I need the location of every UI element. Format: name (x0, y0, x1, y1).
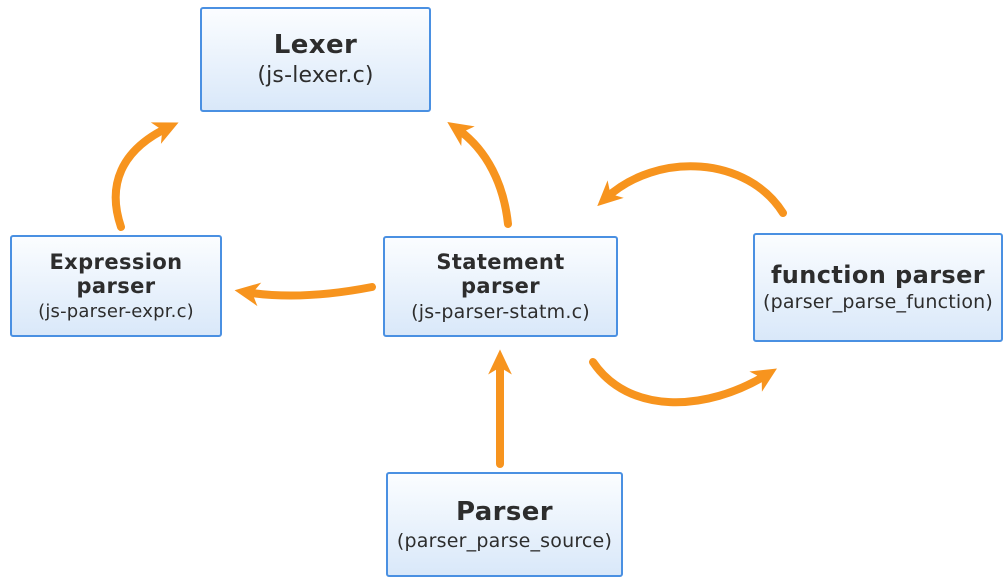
node-lexer: Lexer (js-lexer.c) (200, 7, 431, 112)
node-lexer-subtitle: (js-lexer.c) (257, 62, 374, 88)
node-expression-parser: Expression parser (js-parser-expr.c) (10, 235, 222, 337)
arrow-statement-parser-to-function-parser (589, 358, 777, 407)
node-parser-title: Parser (455, 496, 554, 527)
arrow-expression-parser-to-lexer (111, 122, 179, 231)
node-parser: Parser (parser_parse_source) (386, 472, 623, 577)
node-parser-subtitle: (parser_parse_source) (396, 529, 613, 552)
node-function-parser-title: function parser (770, 261, 986, 290)
arrow-function-parser-to-statement-parser (597, 162, 787, 217)
arrow-statement-parser-to-expression-parser (234, 282, 376, 307)
node-lexer-title: Lexer (273, 30, 358, 61)
node-expression-parser-title: Expression parser (49, 249, 183, 299)
node-expression-parser-subtitle: (js-parser-expr.c) (38, 301, 194, 323)
arrow-statement-parser-to-lexer (447, 122, 512, 228)
node-function-parser-subtitle: (parser_parse_function) (762, 291, 994, 314)
node-statement-parser-subtitle: (js-parser-statm.c) (411, 301, 590, 324)
node-function-parser: function parser (parser_parse_function) (753, 233, 1003, 342)
node-statement-parser-title: Statement parser (436, 249, 565, 299)
node-statement-parser: Statement parser (js-parser-statm.c) (383, 236, 618, 337)
